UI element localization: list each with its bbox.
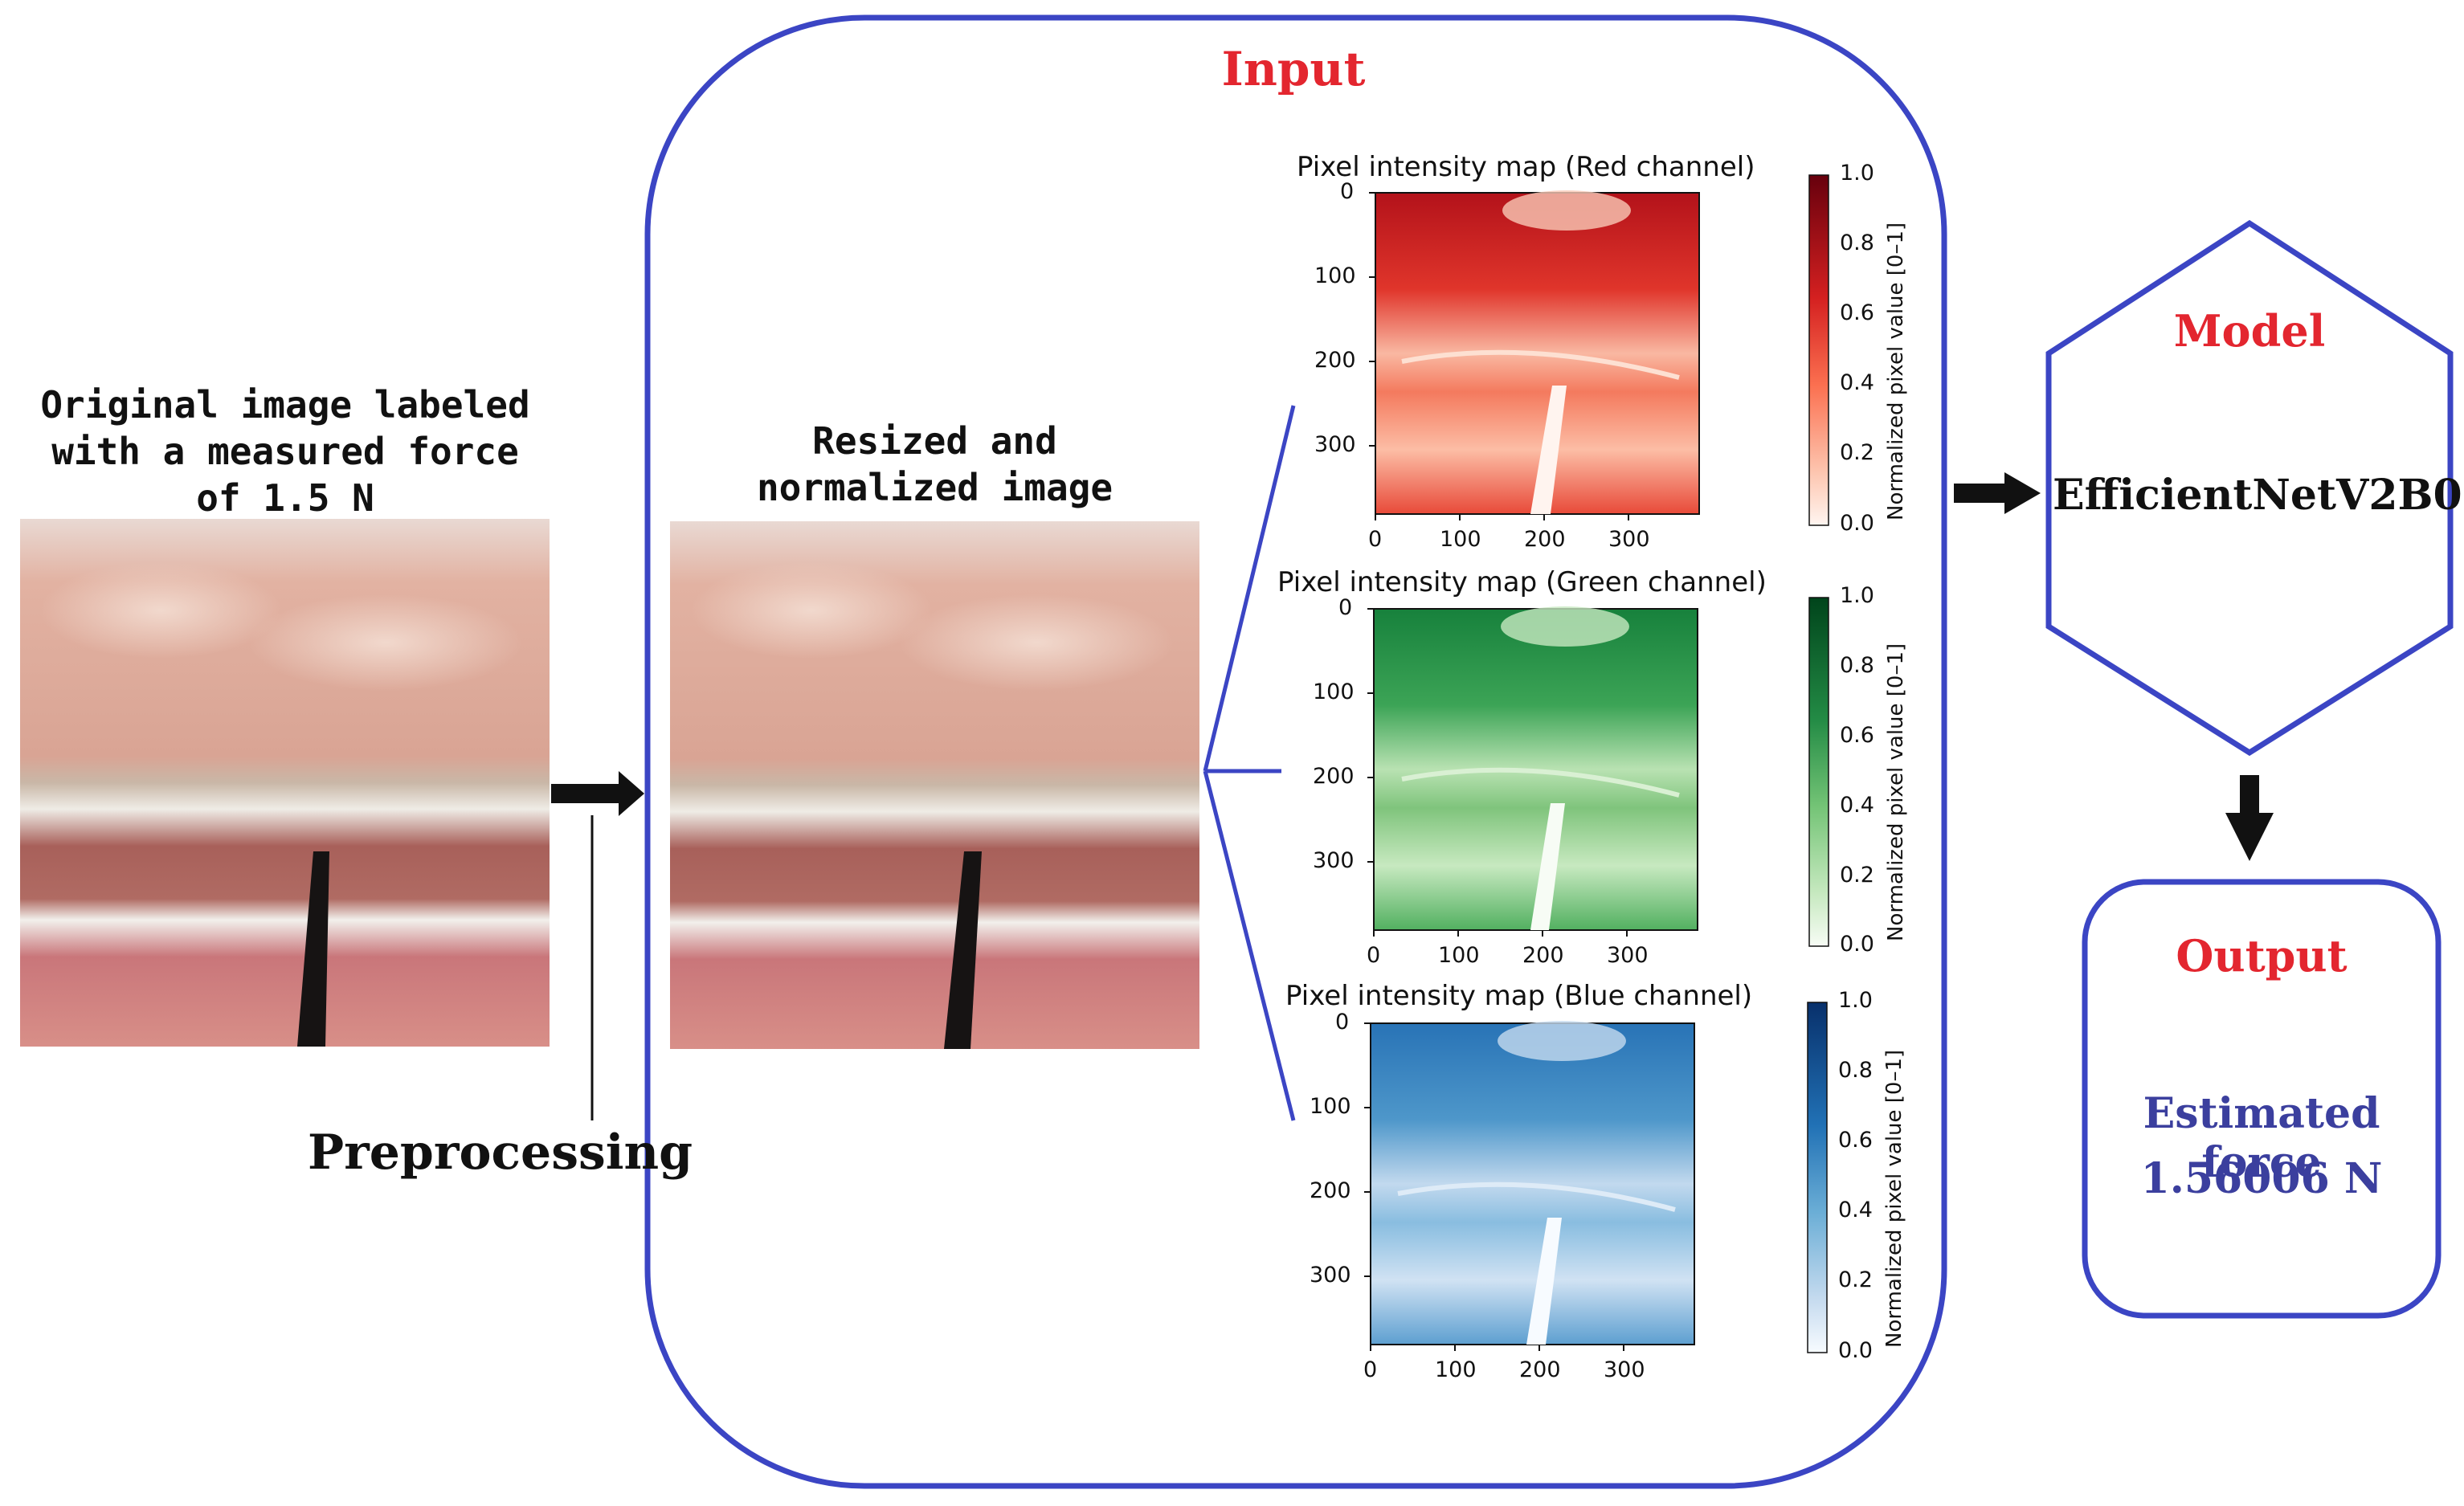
output-title: Output — [2176, 930, 2348, 982]
cbar-tick: 0.6 — [1840, 300, 1874, 325]
caption-line: Original image labeled — [40, 383, 530, 426]
cbar-label-green: Normalized pixel value [0–1] — [1884, 643, 1908, 941]
cbar-label-blue: Normalized pixel value [0–1] — [1882, 1049, 1906, 1348]
cbar-tick: 1.0 — [1840, 161, 1874, 186]
heatmap-red — [1375, 190, 1700, 515]
preprocessing-label: Preprocessing — [308, 1124, 693, 1181]
x-tick: 200 — [1522, 943, 1564, 968]
original-image — [20, 519, 550, 1047]
cbar-tick: 1.0 — [1840, 583, 1874, 608]
y-tick: 200 — [1314, 348, 1356, 373]
y-tick: 100 — [1313, 680, 1355, 704]
x-tick: 200 — [1519, 1357, 1561, 1382]
caption-line: Resized and — [812, 419, 1057, 463]
x-tick: 0 — [1368, 527, 1383, 552]
cbar-tick: 0.6 — [1840, 723, 1874, 748]
cbar-tick: 1.0 — [1838, 988, 1873, 1013]
x-tick: 300 — [1604, 1357, 1645, 1382]
cbar-tick: 0.6 — [1838, 1128, 1873, 1153]
caption-line: with a measured force — [51, 430, 519, 473]
y-tick: 300 — [1313, 848, 1355, 873]
arrow-input-to-model — [1954, 472, 2041, 514]
resized-image-caption: Resized and normalized image — [670, 418, 1199, 511]
y-tick: 100 — [1314, 263, 1356, 288]
plot-title-blue: Pixel intensity map (Blue channel) — [1285, 980, 1753, 1012]
y-tick: 0 — [1338, 595, 1353, 620]
output-line-1: Estimated force — [2143, 1089, 2380, 1187]
heatmap-blue — [1370, 1021, 1695, 1345]
arrow-model-to-output — [2225, 775, 2274, 861]
axis-tick-marks — [1364, 192, 1629, 1351]
output-value: 1.56006 N — [2140, 1154, 2383, 1203]
y-tick: 300 — [1314, 432, 1356, 457]
cbar-tick: 0.2 — [1840, 863, 1874, 888]
input-title: Input — [1221, 42, 1366, 96]
original-image-caption: Original image labeled with a measured f… — [0, 382, 570, 521]
y-tick: 200 — [1310, 1178, 1351, 1203]
cbar-tick: 0.0 — [1838, 1338, 1873, 1363]
x-tick: 0 — [1367, 943, 1381, 968]
x-tick: 300 — [1608, 527, 1650, 552]
x-tick: 100 — [1435, 1357, 1477, 1382]
y-tick: 0 — [1335, 1010, 1350, 1035]
arrow-original-to-resized — [551, 771, 644, 816]
output-box — [2082, 879, 2442, 1319]
model-name: EfficientNetV2B0 — [2053, 471, 2462, 520]
cbar-tick: 0.8 — [1840, 653, 1874, 678]
caption-line: of 1.5 N — [196, 476, 374, 520]
x-tick: 200 — [1524, 527, 1566, 552]
colorbar-blue — [1807, 1002, 1828, 1353]
colorbar-green — [1808, 597, 1829, 947]
fan-lines — [1203, 405, 1296, 1121]
colorbar-red — [1808, 174, 1829, 526]
y-tick: 0 — [1340, 179, 1355, 204]
cbar-tick: 0.2 — [1838, 1267, 1873, 1292]
model-title: Model — [2173, 305, 2326, 357]
cbar-tick: 0.8 — [1838, 1058, 1873, 1083]
x-tick: 300 — [1607, 943, 1649, 968]
x-tick: 100 — [1440, 527, 1481, 552]
y-tick: 100 — [1310, 1094, 1351, 1119]
heatmap-green — [1373, 606, 1698, 931]
input-frame — [644, 14, 1947, 1489]
resized-image — [670, 521, 1199, 1049]
cbar-tick: 0.0 — [1840, 511, 1874, 536]
plot-title-green: Pixel intensity map (Green channel) — [1277, 566, 1767, 598]
cbar-label-red: Normalized pixel value [0–1] — [1884, 222, 1908, 520]
model-hexagon — [2045, 219, 2454, 757]
cbar-tick: 0.0 — [1840, 932, 1874, 957]
x-tick: 0 — [1363, 1357, 1378, 1382]
plot-title-red: Pixel intensity map (Red channel) — [1297, 151, 1755, 183]
y-tick: 300 — [1310, 1263, 1351, 1288]
y-tick: 200 — [1313, 764, 1355, 789]
cbar-tick: 0.4 — [1838, 1198, 1873, 1222]
cbar-tick: 0.2 — [1840, 440, 1874, 465]
x-tick: 100 — [1438, 943, 1480, 968]
caption-line: normalized image — [756, 466, 1113, 509]
cbar-tick: 0.8 — [1840, 231, 1874, 255]
cbar-tick: 0.4 — [1840, 793, 1874, 818]
cbar-tick: 0.4 — [1840, 370, 1874, 395]
